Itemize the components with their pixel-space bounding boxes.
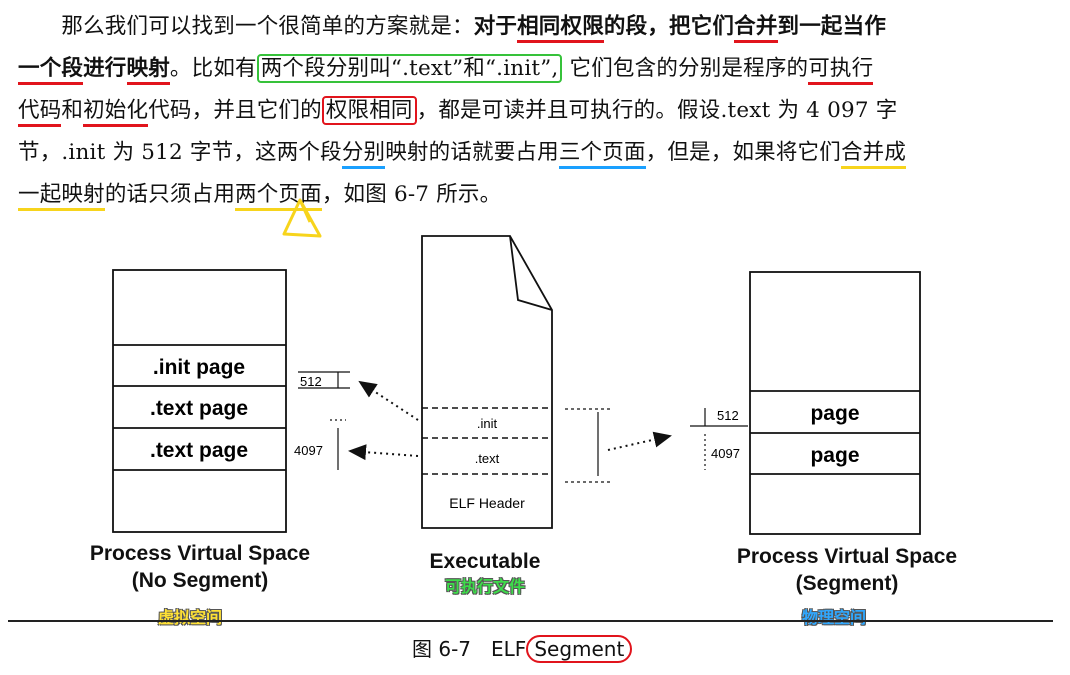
- exe-section-text: .text: [475, 451, 500, 466]
- left-page-init: .init page: [153, 356, 245, 379]
- paragraph-line-4: 节，.init 为 512 字节，这两个段分别映射的话就要占用三个页面，但是，如…: [18, 132, 1058, 174]
- text-run: 两个页面: [235, 182, 322, 211]
- text-run: 映射: [126, 56, 170, 85]
- right-caption-line2: (Segment): [795, 572, 899, 595]
- text-run: 一个段: [18, 56, 84, 85]
- body-paragraph: 那么我们可以找到一个很简单的方案就是：对于相同权限的段，把它们合并到一起当作 一…: [18, 6, 1058, 216]
- paragraph-line-2: 一个段进行映射。比如有两个段分别叫“.text”和“.init”, 它们包含的分…: [18, 48, 1058, 90]
- text-run: 代码，并且它们的: [148, 98, 322, 123]
- left-size-4097: 4097: [294, 443, 323, 458]
- yellow-triangle-annotation: [282, 198, 322, 238]
- right-size-4097: 4097: [711, 446, 740, 461]
- left-page-text-2: .text page: [150, 439, 248, 462]
- right-note: 物理空间: [801, 608, 866, 627]
- left-note: 虚拟空间: [157, 608, 222, 627]
- text-run: 初始化: [83, 98, 149, 127]
- text-run: 。比如有: [169, 56, 257, 81]
- left-page-text-1: .text page: [150, 397, 248, 420]
- left-caption-line2: (No Segment): [131, 569, 269, 592]
- paragraph-line-5: 一起映射的话只须占用两个页面，如图 6-7 所示。: [18, 174, 1058, 216]
- text-run: ，都是可读并且可执行的。假设.text 为 4 097 字: [416, 98, 898, 123]
- text-run: 的话只须占用: [104, 182, 236, 207]
- text-run: 它们包含的分别是程序的: [562, 56, 809, 81]
- left-size-512: 512: [300, 374, 322, 389]
- right-page-1: page: [810, 402, 859, 425]
- arrow-init-to-left: [358, 380, 419, 421]
- arrow-exe-to-right: [607, 431, 672, 451]
- text-run: 分别: [341, 140, 386, 169]
- left-process-space: [112, 269, 287, 533]
- right-size-512: 512: [717, 408, 739, 423]
- text-run: 合并: [734, 14, 778, 43]
- executable-note: 可执行文件: [444, 577, 525, 596]
- left-caption-line1: Process Virtual Space: [89, 542, 311, 565]
- text-run: 和: [61, 98, 84, 123]
- text-run: ，如图 6-7 所示。: [321, 182, 502, 207]
- exe-section-elf-header: ELF Header: [449, 495, 525, 511]
- paragraph-line-1: 那么我们可以找到一个很简单的方案就是：对于相同权限的段，把它们合并到一起当作: [18, 6, 1058, 48]
- text-run: 可执行: [808, 56, 874, 85]
- figure-caption-prefix: 图 6-7 ELF: [412, 637, 527, 661]
- exe-section-init: .init: [477, 416, 498, 431]
- text-run: 一起映射: [18, 182, 105, 211]
- text-run: 到一起当作: [777, 14, 887, 39]
- text-run: 两个段分别叫“.text”和“.init”,: [256, 54, 563, 83]
- executable-file: [421, 235, 553, 529]
- right-page-2: page: [810, 444, 859, 467]
- left-caption: Process Virtual Space (No Segment): [70, 540, 330, 594]
- text-run: 代码: [18, 98, 62, 127]
- paragraph-line-3: 代码和初始化代码，并且它们的权限相同，都是可读并且可执行的。假设.text 为 …: [18, 90, 1058, 132]
- text-run: 那么我们可以找到一个很简单的方案就是：: [18, 14, 474, 39]
- executable-caption: Executable: [429, 550, 541, 573]
- text-run: 对于: [473, 14, 518, 39]
- text-run: 的段，把它们: [603, 14, 735, 39]
- text-run: 合并成: [840, 140, 907, 169]
- text-run: 映射的话就要占用: [385, 140, 559, 165]
- right-caption-line1: Process Virtual Space: [736, 545, 958, 568]
- text-run: 进行: [83, 56, 127, 81]
- text-run: 三个页面: [558, 140, 646, 169]
- text-run: ，但是，如果将它们: [645, 140, 841, 165]
- text-run: 相同权限: [517, 14, 604, 43]
- text-run: 节，.init 为 512 字节，这两个段: [18, 140, 342, 165]
- figure-caption-segment: Segment: [526, 635, 633, 663]
- right-caption: Process Virtual Space (Segment): [712, 543, 982, 597]
- text-run: 权限相同: [321, 96, 417, 125]
- arrow-text-to-left: [348, 444, 419, 461]
- right-process-space: [749, 271, 921, 535]
- figure-rule: [8, 620, 1053, 622]
